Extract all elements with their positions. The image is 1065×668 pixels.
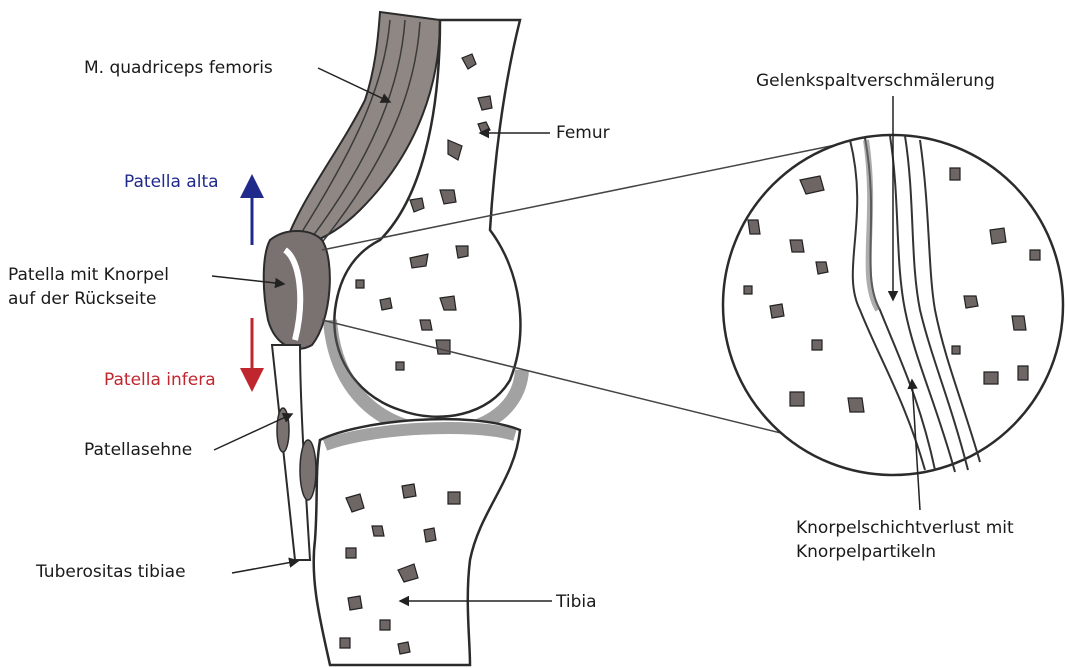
label-patella-alta: Patella alta <box>124 171 219 193</box>
label-knorpelverlust-1: Knorpelschichtverlust mit <box>796 517 1014 539</box>
patellar-tendon <box>272 345 316 560</box>
tibia-bone <box>314 419 520 665</box>
label-femur: Femur <box>556 122 610 144</box>
patella <box>264 231 330 349</box>
label-patella-knorpel-2: auf der Rückseite <box>8 288 156 310</box>
label-knorpelverlust-2: Knorpelpartikeln <box>796 541 936 563</box>
label-gelenkspalt: Gelenkspaltverschmälerung <box>756 70 995 92</box>
label-tuberositas: Tuberositas tibiae <box>36 561 186 583</box>
label-patella-knorpel-1: Patella mit Knorpel <box>8 264 169 286</box>
label-quadriceps: M. quadriceps femoris <box>84 57 273 79</box>
label-patella-infera: Patella infera <box>104 369 216 391</box>
label-tibia: Tibia <box>556 591 597 613</box>
label-patellasehne: Patellasehne <box>84 439 192 461</box>
